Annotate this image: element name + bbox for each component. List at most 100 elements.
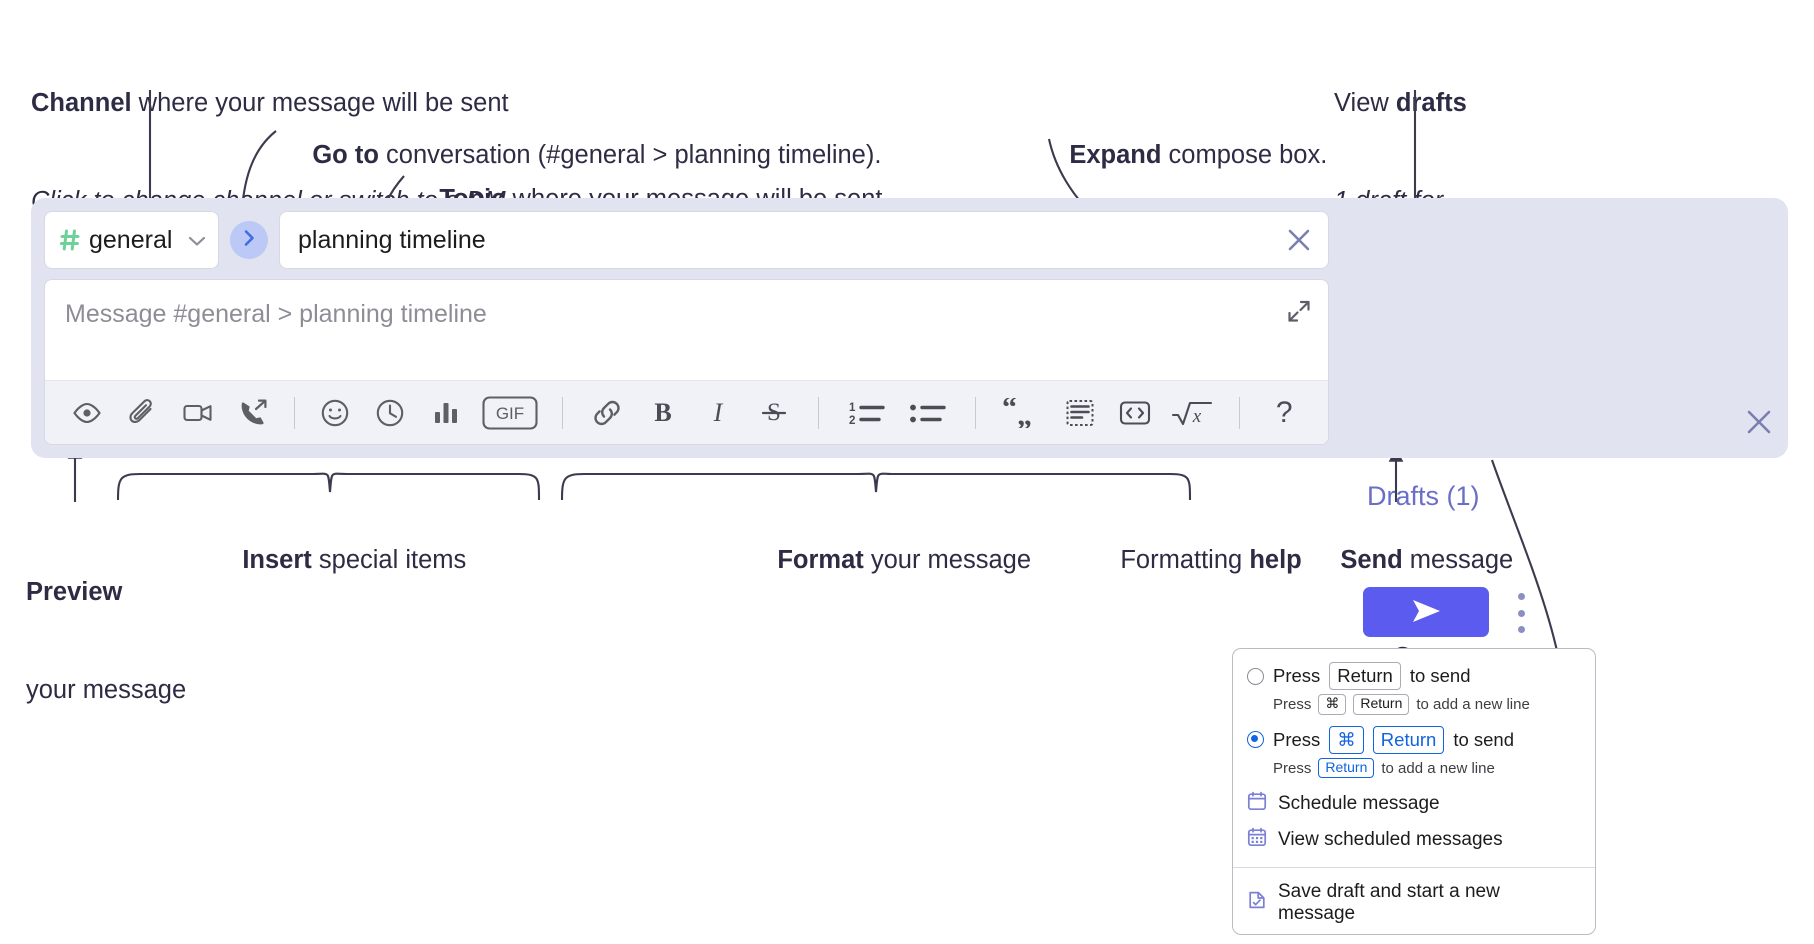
annotation-format-rest: your message — [863, 545, 1032, 574]
bulleted-list-icon[interactable] — [905, 392, 951, 434]
video-camera-icon[interactable] — [178, 392, 218, 434]
menu-item-label: Save draft and start a new message — [1278, 881, 1500, 925]
compose-options-menu: Press Return to send Press ⌘ Return to ad… — [1232, 648, 1596, 936]
opt1-sub-post: to add a new line — [1416, 695, 1530, 713]
opt1-post: to send — [1409, 665, 1471, 687]
menu-item-label: View scheduled messages — [1278, 829, 1503, 851]
formatting-toolbar: GIF B I — [45, 380, 1328, 444]
bold-label: B — [654, 398, 671, 427]
annotation-goto-strong: Go to — [312, 140, 379, 169]
emoji-icon[interactable] — [315, 392, 355, 434]
compose-options-menu-button[interactable] — [1510, 593, 1532, 633]
opt2-key-cmd: ⌘ — [1329, 725, 1364, 754]
code-block-icon[interactable] — [1060, 392, 1100, 434]
annotation-format-strong: Format — [777, 545, 864, 574]
close-compose-button[interactable] — [1743, 406, 1775, 438]
annotation-expand-rest: compose box. — [1161, 140, 1328, 169]
annotation-channel-strong: Channel — [31, 89, 132, 118]
toolbar-divider — [1239, 396, 1241, 429]
annotation-expand: Expand compose box. — [1041, 106, 1327, 204]
menu-divider — [1233, 867, 1595, 869]
kebab-dot — [1517, 626, 1525, 633]
opt2-sub-post: to add a new line — [1381, 759, 1495, 777]
menu-option-return-to-send[interactable]: Press Return to send Press ⌘Return to ad… — [1233, 659, 1595, 723]
hash-icon — [59, 228, 81, 252]
toolbar-divider — [293, 396, 295, 429]
attach-file-button[interactable] — [123, 392, 163, 434]
annotation-formatting-help: Formatting help — [1092, 511, 1301, 609]
annotation-preview: Preview your message — [26, 511, 186, 772]
opt1-key-return: Return — [1329, 662, 1401, 691]
calendar-grid-icon — [1247, 827, 1267, 853]
radio-return-to-send[interactable] — [1247, 667, 1264, 685]
channel-selector[interactable]: general — [44, 211, 219, 269]
chevron-right-icon — [241, 228, 257, 253]
annotation-expand-strong: Expand — [1069, 140, 1162, 169]
goto-conversation-button[interactable] — [230, 221, 268, 259]
compose-main-area: general — [44, 211, 1329, 445]
calendar-schedule-icon — [1247, 791, 1267, 817]
annotation-insert: Insert special items — [214, 511, 466, 609]
send-message-button[interactable] — [1363, 587, 1489, 637]
toolbar-divider — [562, 396, 564, 429]
opt2-key-return: Return — [1372, 725, 1445, 754]
kebab-dot — [1517, 609, 1525, 617]
opt1-pre: Press — [1273, 665, 1321, 687]
annotation-preview-strong: Preview — [26, 578, 123, 607]
link-icon[interactable] — [587, 392, 627, 434]
ordered-list-icon[interactable]: 1 2 — [843, 392, 889, 434]
opt2-pre: Press — [1273, 728, 1321, 750]
annotation-insert-strong: Insert — [242, 545, 312, 574]
chevron-down-icon — [188, 234, 206, 246]
opt2-post: to send — [1453, 728, 1515, 750]
menu-item-label: Schedule message — [1278, 793, 1440, 815]
audio-clip-phone-forward-icon[interactable] — [234, 392, 274, 434]
opt1-sub-pre: Press — [1273, 695, 1312, 713]
blockquote-icon[interactable]: “ „ — [1000, 392, 1044, 434]
topic-input[interactable] — [298, 225, 1284, 255]
poll-bar-chart-icon[interactable] — [426, 392, 466, 434]
annotation-goto-rest: conversation (#general > planning timeli… — [378, 140, 882, 169]
annotation-insert-rest: special items — [311, 545, 467, 574]
drafts-link[interactable]: Drafts (1) — [1367, 481, 1480, 511]
svg-text:“: “ — [1002, 398, 1017, 424]
italic-icon[interactable]: I — [699, 392, 739, 434]
annotation-goto: Go to conversation (#general > planning … — [284, 106, 881, 204]
gif-label: GIF — [496, 404, 524, 423]
opt2-sub-key-return: Return — [1318, 757, 1375, 779]
toolbar-divider — [817, 396, 819, 429]
question-mark-icon: ? — [1275, 395, 1293, 429]
menu-item-view-scheduled-messages[interactable]: View scheduled messages — [1233, 822, 1595, 858]
italic-label: I — [713, 398, 724, 427]
menu-option-cmd-return-to-send[interactable]: Press ⌘ Return to send Press Return to ad… — [1233, 723, 1595, 787]
clear-topic-button[interactable] — [1284, 225, 1314, 255]
code-inline-icon[interactable] — [1116, 392, 1156, 434]
radio-cmd-return-to-send[interactable] — [1247, 731, 1264, 749]
svg-text:x: x — [1192, 406, 1202, 427]
opt1-sub-key-return: Return — [1353, 694, 1410, 715]
ordered-2: 2 — [849, 415, 855, 427]
topic-field[interactable] — [279, 211, 1329, 269]
ordered-1: 1 — [849, 402, 856, 414]
strikethrough-icon[interactable]: S — [754, 392, 794, 434]
annotation-channel-rest: where your message will be sent — [131, 89, 509, 118]
gif-icon[interactable]: GIF — [482, 392, 538, 434]
annotation-format: Format your message — [749, 511, 1031, 609]
formatting-help-button[interactable]: ? — [1264, 392, 1304, 434]
annotation-drafts-plain: View — [1334, 89, 1396, 118]
annotation-drafts-strong: drafts — [1395, 89, 1467, 118]
preview-button[interactable] — [67, 392, 107, 434]
message-placeholder: Message #general > planning timeline — [65, 300, 487, 328]
math-icon[interactable]: x — [1171, 392, 1215, 434]
annotation-formatting-help-plain: Formatting — [1120, 545, 1250, 574]
bold-icon[interactable]: B — [643, 392, 683, 434]
menu-item-schedule-message[interactable]: Schedule message — [1233, 786, 1595, 822]
opt2-sub-pre: Press — [1273, 759, 1312, 777]
toolbar-divider — [974, 396, 976, 429]
expand-compose-button[interactable] — [1284, 296, 1314, 326]
clock-icon[interactable] — [371, 392, 411, 434]
menu-item-save-draft[interactable]: Save draft and start a new message — [1233, 876, 1595, 930]
annotation-send-rest: message — [1402, 545, 1514, 574]
message-input-area[interactable]: Message #general > planning timeline — [44, 279, 1329, 445]
